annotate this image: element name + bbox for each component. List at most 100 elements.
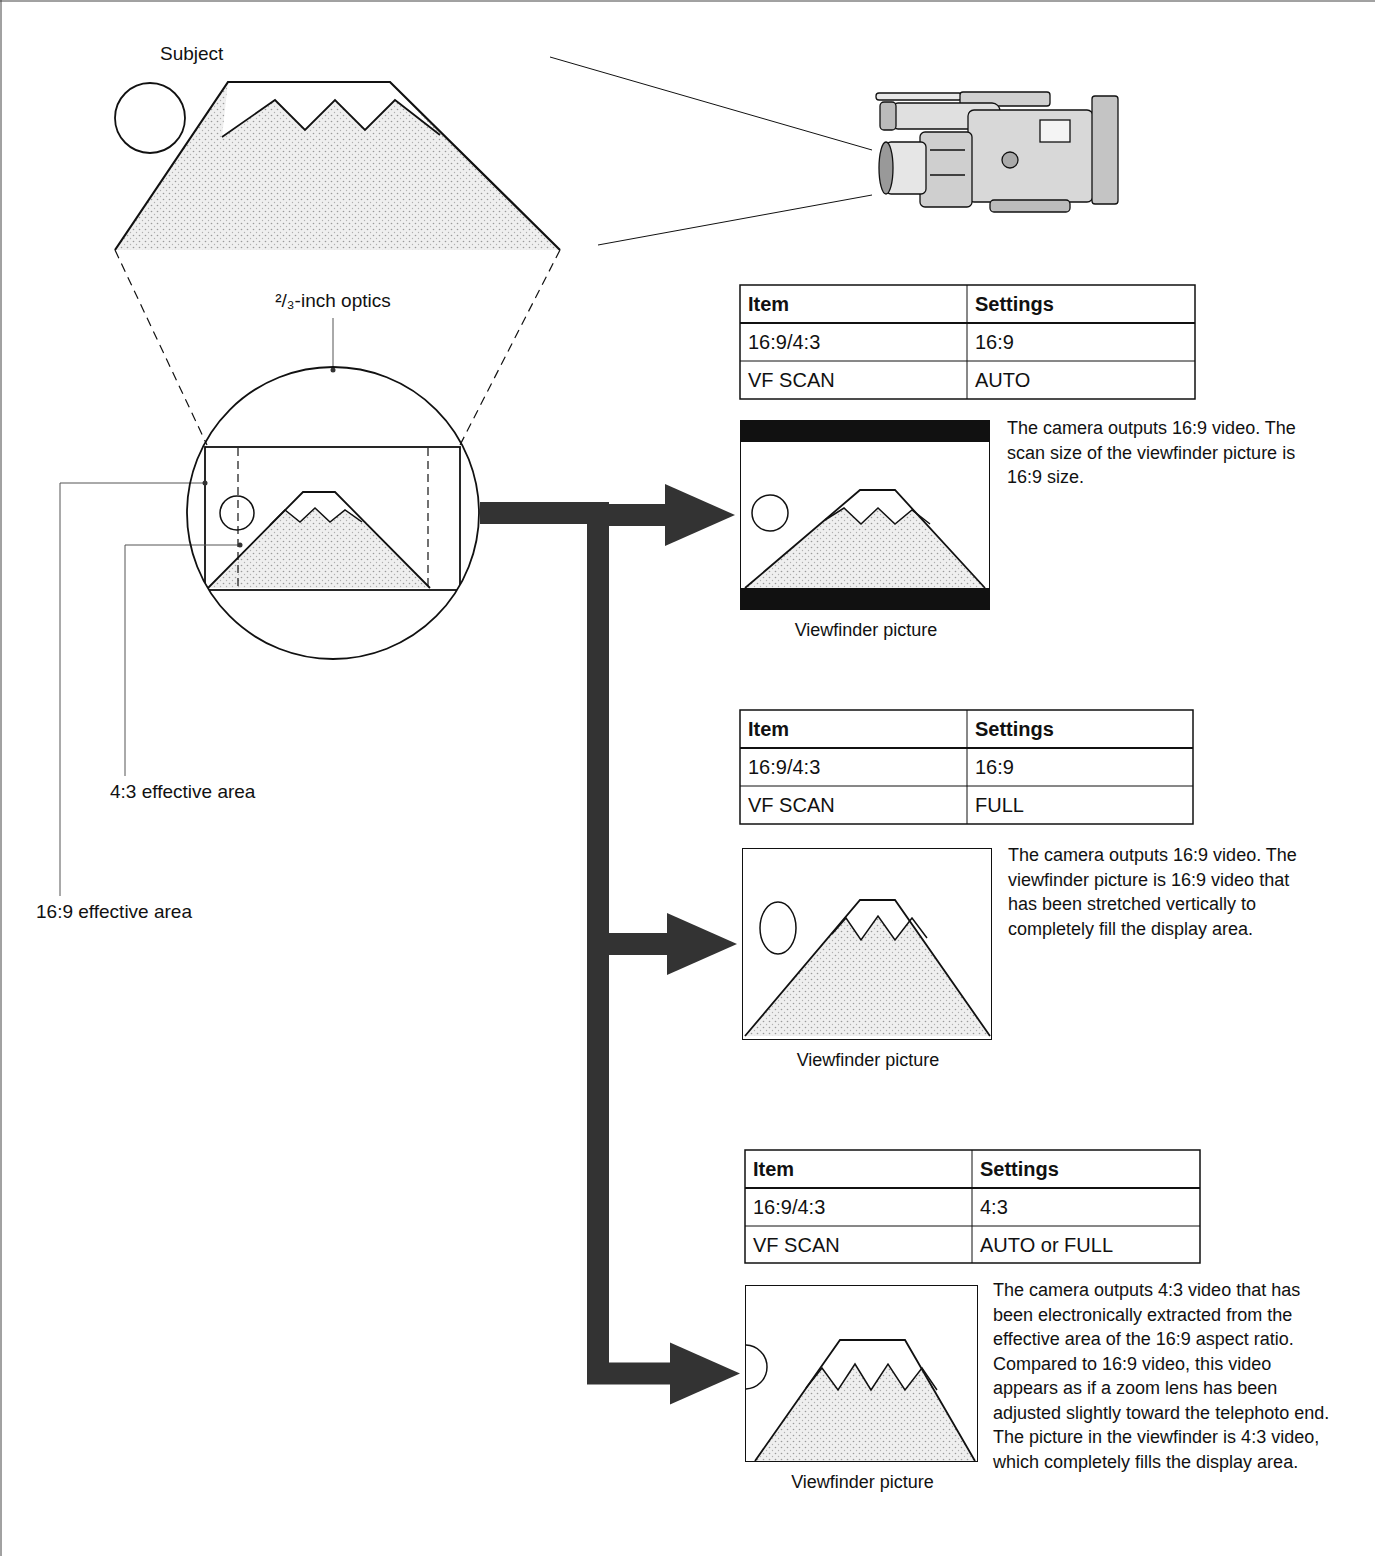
- subject-label: Subject: [160, 42, 280, 66]
- drawing-stroke: [220, 496, 254, 530]
- description-note: The camera outputs 4:3 video that has be…: [993, 1278, 1341, 1474]
- flow-arrow: [480, 513, 667, 944]
- drawing-stroke: [550, 57, 872, 150]
- camcorder: [876, 92, 1118, 212]
- drawing-stroke: [333, 318, 334, 368]
- frame-line: [1, 0, 2, 1556]
- subject-scene: [115, 82, 560, 250]
- area-label: 16:9 effective area: [36, 900, 276, 924]
- settings-table: [740, 285, 1195, 399]
- viewfinder-image: [741, 421, 989, 609]
- drawing-stroke: [808, 1340, 935, 1390]
- settings-table: [745, 1150, 1200, 1263]
- viewfinder-image: [745, 900, 990, 1036]
- drawing-stroke: [825, 508, 930, 524]
- drawing-stroke: [740, 285, 1195, 399]
- drawing-stroke: [967, 710, 968, 824]
- drawing-stroke: [115, 250, 207, 445]
- drawing-stroke: [1040, 120, 1070, 142]
- flow-arrow: [480, 513, 665, 515]
- drawing-stroke: [125, 545, 240, 776]
- drawing-stroke: [930, 174, 965, 175]
- drawing-stroke: [205, 447, 460, 590]
- drawing-stroke: [752, 495, 788, 531]
- picture-caption: Viewfinder picture: [706, 1471, 1019, 1493]
- flow-arrow: [480, 513, 670, 1374]
- viewfinder-picture: Viewfinder picture: [745, 1285, 978, 1462]
- frame-line: [0, 1, 1375, 2]
- optics-circle: ²/₃-inch optics: [186, 366, 480, 660]
- table-header: Item: [748, 710, 963, 748]
- drawing-stroke: [740, 710, 1193, 824]
- area-label: 4:3 effective area: [110, 780, 340, 804]
- viewfinder-image: [746, 1340, 975, 1461]
- circle-outline: [186, 366, 480, 660]
- leader-dot: [203, 481, 208, 486]
- table-cell: 16:9/4:3: [748, 748, 963, 786]
- picture-caption: Viewfinder picture: [701, 619, 1031, 641]
- drawing-stroke: [745, 900, 990, 1036]
- drawing-stroke: [755, 1340, 975, 1461]
- drawing-stroke: [460, 250, 560, 445]
- drawing-stroke: [745, 900, 990, 1036]
- drawing-stroke: [760, 902, 796, 954]
- drawing-stroke: [208, 492, 430, 588]
- drawing-stroke: [832, 916, 927, 940]
- table-cell: VF SCAN: [748, 786, 963, 824]
- drawing-stroke: [741, 588, 989, 609]
- table-cell: VF SCAN: [753, 1226, 968, 1264]
- settings-table: [740, 710, 1193, 824]
- drawing-stroke: [598, 195, 872, 245]
- drawing-stroke: [746, 1345, 767, 1389]
- table-header: Settings: [975, 285, 1190, 323]
- drawing-stroke: [967, 285, 968, 399]
- drawing-stroke: [930, 149, 965, 150]
- table-cell: VF SCAN: [748, 361, 963, 399]
- drawing-stroke: [115, 82, 560, 250]
- drawing-stroke: [745, 490, 985, 588]
- picture-caption: Viewfinder picture: [703, 1049, 1033, 1071]
- table-header: Settings: [975, 710, 1190, 748]
- drawing-stroke: [880, 102, 896, 130]
- drawing-stroke: [972, 1150, 973, 1263]
- drawing-stroke: [237, 448, 238, 589]
- drawing-stroke: [115, 82, 560, 250]
- viewfinder-picture: Viewfinder picture: [742, 848, 992, 1040]
- sensor-image: [205, 447, 460, 590]
- description-note: The camera outputs 16:9 video. The scan …: [1007, 416, 1307, 490]
- drawing-stroke: [115, 83, 185, 153]
- viewfinder-picture: Viewfinder picture: [740, 420, 990, 610]
- drawing-stroke: [208, 492, 430, 588]
- drawing-stroke: [1092, 96, 1118, 204]
- leader-dot: [331, 368, 336, 373]
- table-header: Item: [753, 1150, 968, 1188]
- table-cell: 16:9/4:3: [748, 323, 963, 361]
- drawing-stroke: [920, 132, 972, 207]
- table-cell: 4:3: [980, 1188, 1195, 1226]
- drawing-stroke: [876, 93, 962, 100]
- leader-dot: [238, 543, 243, 548]
- table-cell: FULL: [975, 786, 1190, 824]
- table-cell: 16:9: [975, 748, 1190, 786]
- drawing-stroke: [755, 1340, 975, 1461]
- table-cell: AUTO or FULL: [980, 1226, 1195, 1264]
- table-header: Settings: [980, 1150, 1195, 1188]
- circle-outline: [187, 367, 479, 659]
- drawing-stroke: [879, 142, 893, 194]
- table-cell: 16:9/4:3: [753, 1188, 968, 1226]
- description-note: The camera outputs 16:9 video. The viewf…: [1008, 843, 1313, 941]
- drawing-stroke: [1002, 152, 1018, 168]
- drawing-stroke: [990, 200, 1070, 212]
- drawing-stroke: [270, 508, 362, 525]
- drawing-stroke: [427, 448, 428, 589]
- drawing-stroke: [222, 82, 440, 137]
- optics-label: ²/₃-inch optics: [146, 290, 520, 312]
- drawing-stroke: [222, 100, 440, 137]
- table-cell: AUTO: [975, 361, 1190, 399]
- leader-lines: [60, 318, 333, 896]
- table-header: Item: [748, 285, 963, 323]
- table-cell: 16:9: [975, 323, 1190, 361]
- drawing-stroke: [745, 490, 985, 588]
- drawing-stroke: [745, 1150, 1200, 1263]
